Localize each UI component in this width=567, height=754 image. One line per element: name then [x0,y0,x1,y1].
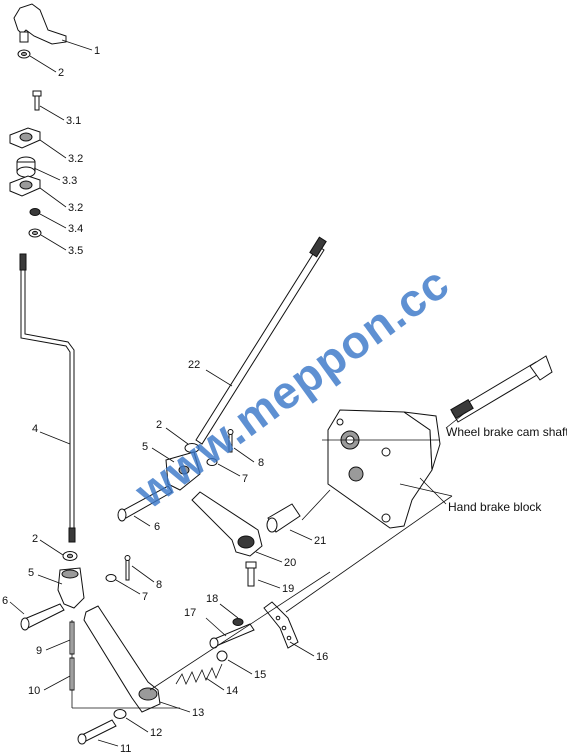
label-13: 13 [192,707,204,719]
label-16: 16 [316,651,328,663]
label-6: 6 [2,595,8,607]
bolt-3-1-head [32,90,42,97]
washer-7a [105,574,117,582]
callout-brake-block: Hand brake block [448,500,542,514]
label-6: 6 [154,521,160,533]
nut-12 [113,709,127,719]
washer-3-4 [29,208,41,216]
label-18: 18 [206,593,218,605]
label-3-4: 3.4 [68,223,83,235]
rod-22-thread [309,236,327,258]
label-9: 9 [36,645,42,657]
brake-lever-13 [83,605,161,713]
label-8: 8 [156,579,162,591]
label-10: 10 [28,685,40,697]
label-20: 20 [284,557,296,569]
label-11: 11 [120,743,131,754]
label-22: 22 [188,359,200,371]
hand-lever-assembly [9,3,228,745]
lever-rod-22 [195,245,325,445]
label-7: 7 [242,473,248,485]
label-8: 8 [258,457,264,469]
rod-thread-top [19,253,27,271]
brake-block-assembly [117,236,553,649]
callout-cam-shaft: Wheel brake cam shaft [446,425,567,439]
label-12: 12 [150,727,162,739]
split-pin-8a [125,559,130,581]
ball-15 [216,650,228,662]
rod-thread-bottom [68,527,76,543]
spring-14 [175,663,223,685]
label-7: 7 [142,591,148,603]
label-21: 21 [314,535,326,547]
label-3-2: 3.2 [68,202,83,214]
label-4: 4 [32,423,38,435]
assembly-lines [71,439,453,709]
quadrant-16 [263,601,299,649]
handle-stem [19,31,29,43]
label-3-5: 3.5 [68,245,83,257]
hand-brake-block [327,409,433,529]
label-2: 2 [32,533,38,545]
bolt-19-shank [247,567,255,587]
label-17: 17 [184,607,196,619]
leader-lines [9,39,467,747]
part-labels: 1 2 3.1 3.2 3.3 3.2 3.4 3.5 4 2 5 6 8 7 … [2,45,328,754]
bolt-3-1-shank [34,95,40,111]
label-5: 5 [142,441,148,453]
label-3-2: 3.2 [68,153,83,165]
clevis-5a [57,567,85,609]
label-14: 14 [226,685,238,697]
washer-18 [232,618,244,626]
label-5: 5 [28,567,34,579]
label-1: 1 [94,45,100,57]
label-3-1: 3.1 [66,115,81,127]
cranked-rod [20,257,75,541]
label-3-3: 3.3 [62,175,77,187]
label-2: 2 [58,67,64,79]
label-15: 15 [254,669,266,681]
bolt-19-head [245,561,257,569]
label-2: 2 [156,419,162,431]
washer-7b [206,458,218,466]
label-19: 19 [282,583,294,595]
